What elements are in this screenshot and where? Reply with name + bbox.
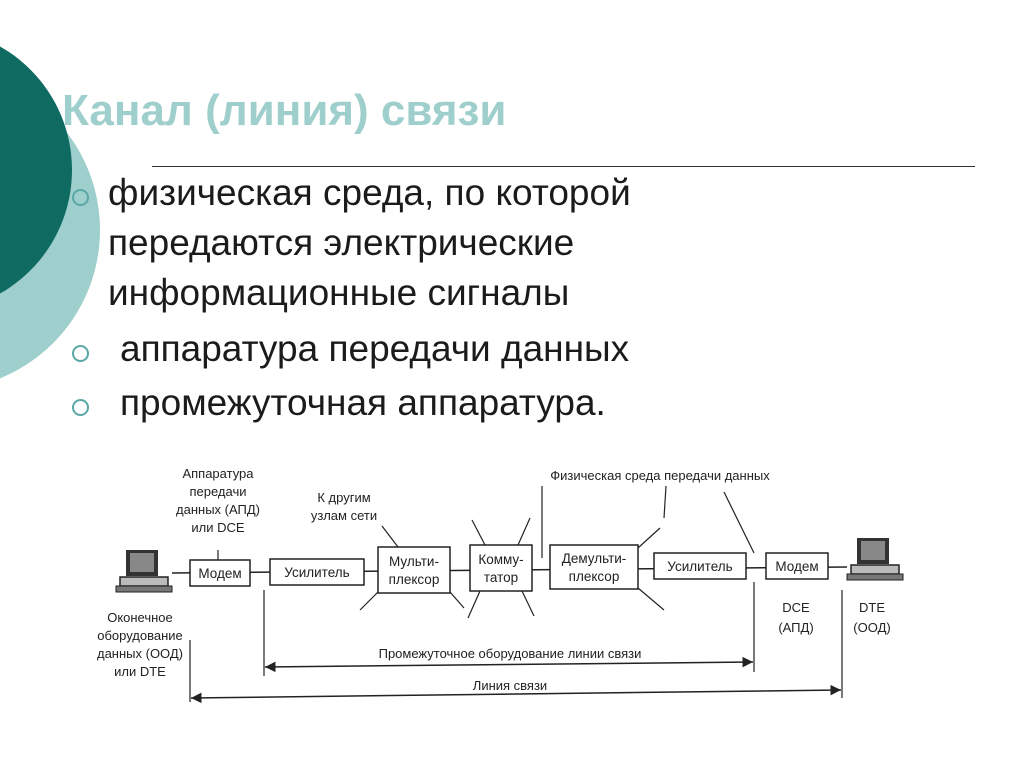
block-label: Модем — [198, 566, 241, 581]
slide-title: Канал (линия) связи — [62, 86, 507, 135]
block-label: Усилитель — [284, 565, 349, 580]
block-label: плексор — [389, 572, 440, 587]
circle-bullet-icon — [72, 345, 89, 362]
switch-block: Комму- татор — [469, 544, 533, 592]
svg-text:оборудование: оборудование — [97, 628, 183, 643]
bullet-item: физическая среда, по которой передаются … — [66, 168, 966, 318]
bullet-line: промежуточная аппаратура. — [120, 382, 606, 423]
intermediate-label: Промежуточное оборудование линии связи — [379, 646, 642, 661]
circle-bullet-icon — [72, 399, 89, 416]
bullet-line: передаются электрические — [108, 222, 575, 263]
multiplexer-block: Мульти- плексор — [377, 546, 451, 594]
dte-left-label: Оконечное оборудование данных (ООД) или … — [97, 610, 183, 679]
block-label: Демульти- — [562, 551, 627, 566]
demultiplexer-block: Демульти- плексор — [549, 544, 639, 590]
communication-channel-diagram: Модем Усилитель Мульти- плексор Комму- т… — [97, 466, 904, 704]
block-label: Усилитель — [667, 559, 732, 574]
intermediate-span: Промежуточное оборудование линии связи — [264, 646, 754, 673]
pointer-lines — [217, 485, 755, 560]
svg-text:(ООД): (ООД) — [853, 620, 890, 635]
other-nodes-label: К другим узлам сети — [311, 490, 377, 523]
svg-text:Аппаратура: Аппаратура — [182, 466, 254, 481]
bullet-item: промежуточная аппаратура. — [66, 378, 966, 428]
block-label: Модем — [775, 559, 818, 574]
circle-bullet-icon — [72, 189, 89, 206]
amplifier-left-block: Усилитель — [269, 558, 365, 586]
svg-text:Оконечное: Оконечное — [107, 610, 173, 625]
computer-icon — [846, 538, 904, 581]
bullet-list: физическая среда, по которой передаются … — [66, 168, 966, 428]
phys-medium-label: Физическая среда передачи данных — [550, 468, 770, 483]
svg-text:узлам сети: узлам сети — [311, 508, 377, 523]
svg-text:DTE: DTE — [859, 600, 885, 615]
title-underline — [152, 166, 975, 167]
block-label: плексор — [569, 569, 620, 584]
svg-text:данных (АПД): данных (АПД) — [176, 502, 260, 517]
bullet-line: физическая среда, по которой — [108, 172, 631, 213]
bullet-line: аппаратура передачи данных — [120, 328, 630, 369]
dark-circle — [0, 46, 72, 294]
svg-text:передачи: передачи — [189, 484, 246, 499]
line-span: Линия связи — [190, 678, 842, 704]
svg-text:данных (ООД): данных (ООД) — [97, 646, 183, 661]
dte-right-label: DTE (ООД) — [853, 600, 890, 635]
amplifier-right-block: Усилитель — [653, 552, 747, 580]
svg-text:или DCE: или DCE — [191, 520, 244, 535]
svg-text:К другим: К другим — [317, 490, 370, 505]
bullet-line: информационные сигналы — [108, 272, 570, 313]
bullet-item: аппаратура передачи данных — [66, 324, 966, 374]
decorative-circles — [0, 46, 100, 379]
block-label: Мульти- — [389, 554, 439, 569]
svg-text:(АПД): (АПД) — [778, 620, 813, 635]
svg-text:DCE: DCE — [782, 600, 810, 615]
modem-right-block: Модем — [765, 552, 829, 580]
extent-lines — [189, 582, 843, 702]
dce-label: Аппаратура передачи данных (АПД) или DCE — [176, 466, 260, 535]
line-label: Линия связи — [473, 678, 547, 693]
network-rays — [359, 517, 665, 619]
modem-left-block: Модем — [189, 559, 251, 587]
block-label: Комму- — [478, 552, 523, 567]
dce-right-label: DCE (АПД) — [778, 600, 813, 635]
svg-text:или DTE: или DTE — [114, 664, 166, 679]
computer-icon — [115, 550, 173, 593]
block-label: татор — [484, 570, 518, 585]
